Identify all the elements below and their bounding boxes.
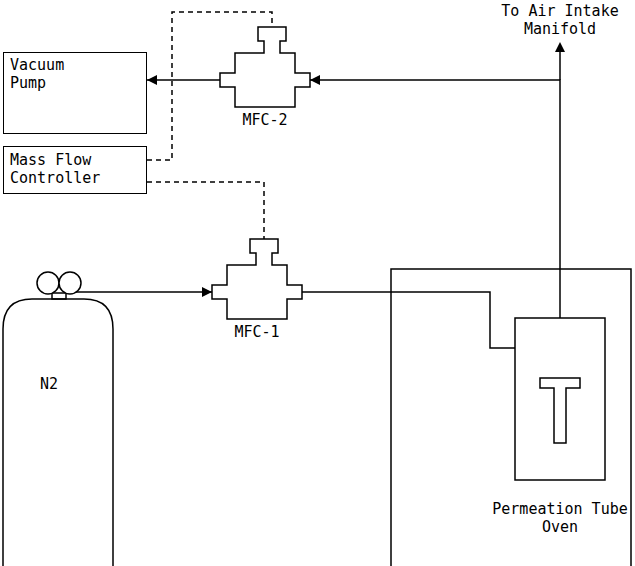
node-label: Vacuum Pump — [10, 56, 90, 92]
valve-knob — [59, 272, 81, 294]
node-label: Mass Flow Controller — [10, 151, 122, 187]
valve-outline — [212, 239, 302, 319]
connector-line — [120, 291, 212, 293]
flow-arrowhead — [555, 42, 565, 52]
vacuum-pump-box: Vacuum Pump — [3, 52, 147, 134]
node-label: MFC-2 — [220, 111, 310, 129]
valve-knob — [37, 272, 59, 294]
connector-line — [147, 182, 264, 239]
permeation-tube — [540, 378, 580, 443]
pipe-line — [559, 50, 561, 80]
pipe-line — [559, 268, 561, 318]
pipe-line — [390, 292, 515, 348]
arrowhead — [147, 75, 157, 85]
cylinder-body — [3, 299, 113, 566]
node-label: MFC-1 — [212, 323, 302, 341]
oven-box-outline — [390, 268, 632, 566]
arrowhead — [310, 75, 320, 85]
gas-pipe — [120, 287, 212, 297]
gas-pipe — [147, 75, 220, 85]
cylinder-neck — [52, 293, 66, 299]
permeation-chamber — [515, 318, 605, 480]
gas-pipe — [302, 292, 390, 293]
signal-line — [147, 182, 264, 239]
connector-line — [147, 79, 220, 81]
pipe-line — [76, 291, 120, 293]
controller-box: Mass Flow Controller — [3, 146, 147, 194]
connector-line — [147, 12, 272, 160]
gas-cylinder: N2 — [2, 255, 120, 566]
mass-flow-valve: MFC-1 — [212, 239, 302, 345]
node-label: N2 — [40, 375, 58, 393]
signal-line — [147, 12, 272, 160]
oven-outline — [391, 269, 631, 566]
mass-flow-valve: MFC-2 — [220, 27, 310, 133]
valve-outline — [220, 27, 310, 107]
connector-line — [302, 291, 390, 293]
connector-line — [310, 80, 560, 268]
node-label: Permeation Tube Oven — [485, 500, 635, 536]
oven-box: Permeation Tube Oven — [390, 268, 632, 566]
arrowhead — [202, 287, 212, 297]
pipe-destination-label: To Air Intake Manifold — [490, 2, 630, 38]
gas-cylinder-outline — [2, 255, 120, 566]
gas-pipe — [310, 75, 560, 268]
